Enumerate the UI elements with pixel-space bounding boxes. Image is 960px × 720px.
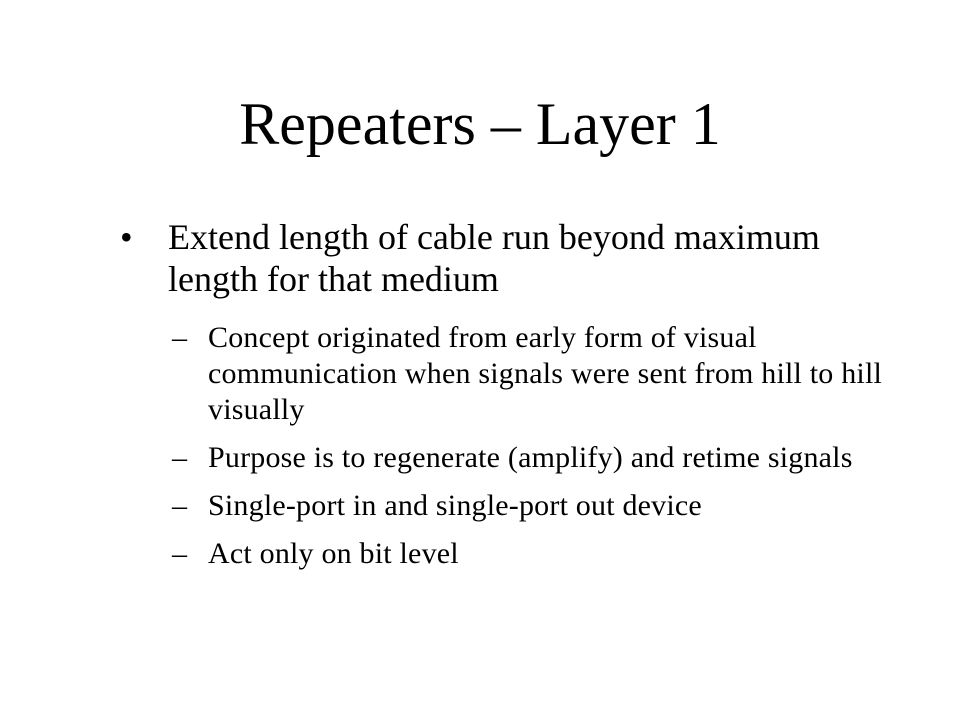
- dash-icon: –: [172, 321, 187, 354]
- slide-title: Repeaters – Layer 1: [239, 91, 721, 157]
- sub-bullet-text: Single-port in and single-port out devic…: [208, 489, 702, 522]
- dash-icon: –: [172, 441, 187, 474]
- sub-bullet-text: Concept originated from early form of vi…: [208, 321, 883, 426]
- sub-bullet-item: – Purpose is to regenerate (amplify) and…: [172, 440, 888, 476]
- bullet-list: • Extend length of cable run beyond maxi…: [120, 216, 888, 584]
- sub-bullet-item: – Act only on bit level: [172, 536, 888, 572]
- bullet-text: Extend length of cable run beyond maximu…: [168, 217, 820, 299]
- dash-icon: –: [172, 489, 187, 522]
- sub-bullet-list: – Concept originated from early form of …: [168, 320, 888, 572]
- sub-bullet-item: – Single-port in and single-port out dev…: [172, 488, 888, 524]
- sub-bullet-text: Act only on bit level: [208, 537, 459, 570]
- bullet-item: • Extend length of cable run beyond maxi…: [120, 216, 888, 572]
- sub-bullet-item: – Concept originated from early form of …: [172, 320, 888, 428]
- sub-bullet-text: Purpose is to regenerate (amplify) and r…: [208, 441, 853, 474]
- bullet-dot-icon: •: [120, 217, 133, 257]
- dash-icon: –: [172, 537, 187, 570]
